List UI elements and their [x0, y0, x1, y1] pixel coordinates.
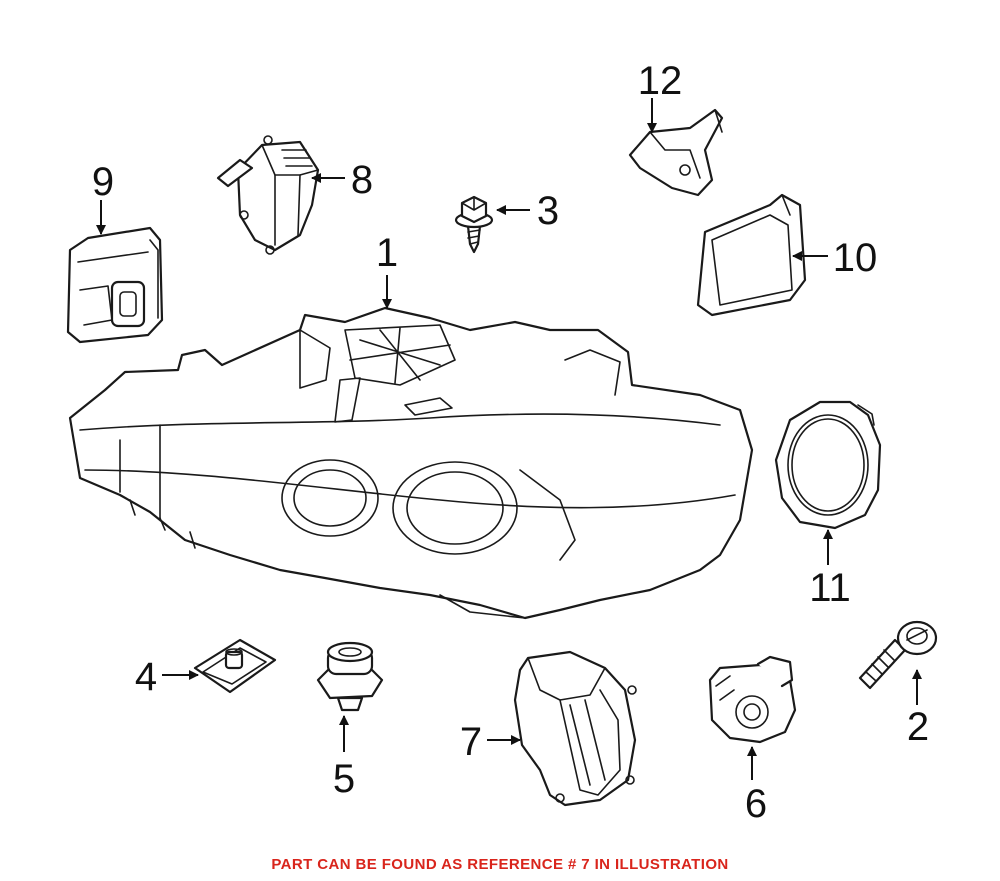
ref-label-11: 11 — [809, 566, 851, 610]
headlamp-assembly — [68, 306, 754, 620]
ref-label-2: 2 — [907, 705, 929, 749]
ref-label-8: 8 — [351, 158, 373, 202]
bolt — [858, 620, 938, 690]
adjuster-actuator — [316, 641, 384, 712]
seal-ring — [774, 400, 882, 530]
clip-nut — [193, 638, 277, 694]
footer-note: PART CAN BE FOUND AS REFERENCE # 7 IN IL… — [271, 856, 729, 873]
ref-label-7: 7 — [460, 720, 482, 764]
ref-label-4: 4 — [135, 655, 157, 699]
ref-label-10: 10 — [833, 236, 878, 280]
screw — [454, 195, 494, 254]
ref-label-12: 12 — [638, 59, 683, 103]
bracket — [628, 108, 724, 197]
ballast-module — [696, 193, 807, 317]
ref-label-3: 3 — [537, 189, 559, 233]
ref-label-1: 1 — [376, 231, 398, 275]
ref-label-6: 6 — [745, 782, 767, 826]
ref-label-9: 9 — [92, 160, 114, 204]
control-module — [66, 226, 164, 344]
fan-motor — [708, 655, 797, 744]
ref-label-5: 5 — [333, 757, 355, 801]
socket-cap — [216, 135, 320, 255]
cover-housing — [513, 650, 637, 807]
